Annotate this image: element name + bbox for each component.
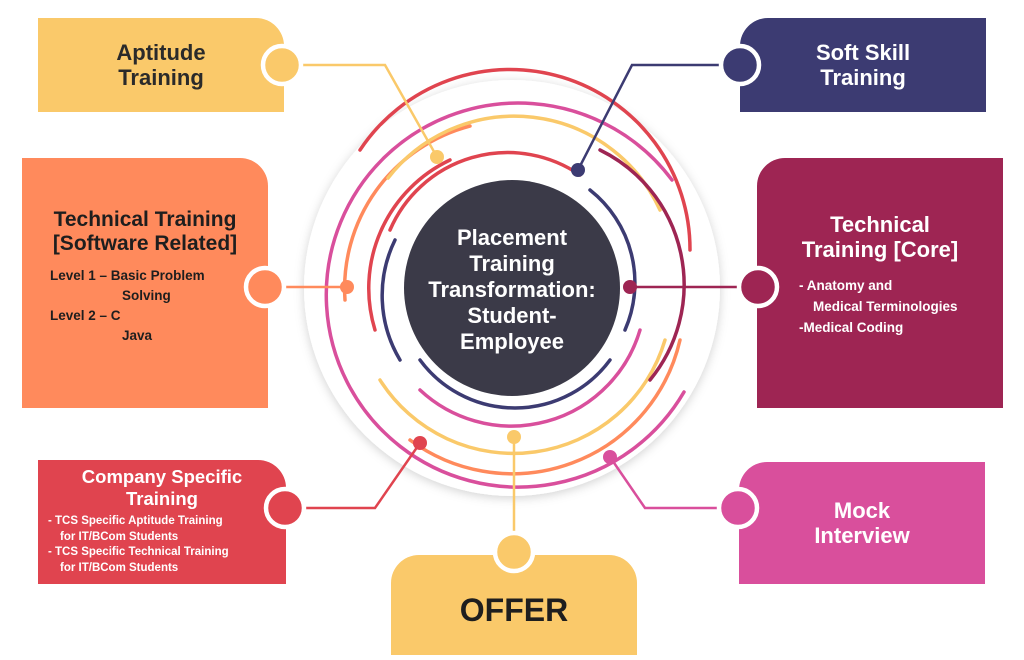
mock-title-1: Mock: [833, 497, 891, 523]
company-item: - TCS Specific Aptitude Training: [48, 515, 223, 528]
tech-core-item: - Anatomy and: [799, 277, 893, 293]
ring-arc: [367, 158, 452, 332]
tech-software-title-2: [Software Related]: [52, 232, 238, 256]
ring-arc: [380, 238, 402, 362]
card-aptitude: Aptitude Training: [38, 18, 284, 112]
connector-aptitude: [282, 63, 439, 158]
company-title-2: Training: [126, 488, 198, 510]
ring-arc: [342, 124, 472, 302]
tech-software-item: Solving: [122, 288, 171, 304]
card-tech-core: Technical Training [Core] - Anatomy and …: [757, 158, 1003, 408]
connector-soft-skill: [576, 63, 738, 171]
tech-core-item: -Medical Coding: [799, 319, 904, 335]
company-item: for IT/BCom Students: [60, 561, 179, 574]
tech-software-item: Java: [122, 328, 153, 344]
node-inner-tech-core: [623, 280, 637, 294]
node-inner-mock: [603, 450, 617, 464]
center-title-line: Training: [469, 251, 555, 277]
center-title-line: Employee: [460, 328, 564, 354]
node-inner-company: [413, 436, 427, 450]
center-title-line: Placement: [456, 225, 568, 251]
company-item: for IT/BCom Students: [60, 530, 179, 543]
ring-arc: [378, 338, 667, 456]
tech-software-item: Level 2 – C: [50, 308, 121, 324]
ring-arc: [324, 101, 686, 489]
node-inner-soft-skill: [571, 163, 585, 177]
tech-core-title-2: Training [Core]: [801, 237, 959, 263]
card-offer: OFFER: [391, 555, 637, 655]
aptitude-title-2: Training: [118, 65, 204, 90]
node-inner-tech-software: [340, 280, 354, 294]
ring-arc: [418, 328, 642, 428]
center-title-line: Transformation:: [428, 277, 596, 303]
offer-title: OFFER: [459, 591, 569, 628]
aptitude-title-1: Aptitude: [116, 39, 206, 65]
ring-arc: [418, 358, 612, 410]
ring-arc: [408, 338, 682, 476]
card-mock-interview: Mock Interview: [739, 462, 985, 584]
ring-arc: [386, 114, 662, 212]
center-title: Placement Training Transformation: Stude…: [392, 190, 632, 390]
center-circle: [404, 180, 620, 396]
tech-software-title-1: Technical Training: [53, 208, 237, 231]
mock-title-2: Interview: [814, 523, 910, 548]
tech-core-title-1: Technical: [830, 212, 930, 237]
ring-arc: [388, 150, 582, 232]
card-company-specific: Company Specific Training - TCS Specific…: [38, 460, 286, 584]
soft-skill-title-1: Soft Skill: [815, 39, 911, 65]
connector-company: [285, 442, 422, 510]
tech-core-item: Medical Terminologies: [813, 298, 958, 314]
card-soft-skill: Soft Skill Training: [740, 18, 986, 112]
node-inner-offer: [507, 430, 521, 444]
card-tech-software: Technical Training [Software Related] Le…: [22, 158, 268, 408]
soft-skill-title-2: Training: [820, 65, 906, 90]
connector-mock: [608, 456, 736, 510]
ring-arc: [598, 148, 686, 382]
company-title-1: Company Specific: [81, 466, 243, 487]
tech-software-item: Level 1 – Basic Problem: [50, 268, 205, 284]
company-item: - TCS Specific Technical Training: [48, 546, 229, 559]
center-title-line: Student-: [467, 302, 557, 328]
ring-arc: [588, 188, 637, 332]
ring-arc: [358, 67, 692, 252]
node-inner-aptitude: [430, 150, 444, 164]
